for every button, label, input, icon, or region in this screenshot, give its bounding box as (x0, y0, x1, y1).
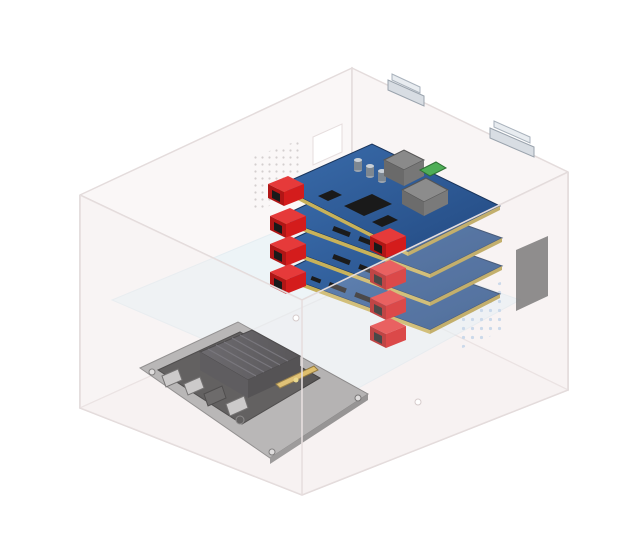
hinge-left (387, 73, 425, 107)
hinge-right (489, 120, 535, 158)
top-board-ics (318, 190, 398, 227)
red-connector (270, 208, 306, 238)
red-connector (370, 260, 406, 290)
mount-screw (268, 448, 276, 456)
panel-screw (414, 398, 422, 406)
enclosure-front-right-face (302, 172, 568, 495)
enclosure-front-edges (79, 171, 569, 496)
side-port-opening (516, 236, 548, 311)
enclosure-front-left-face (80, 195, 302, 495)
top-board-capacitors (354, 158, 386, 183)
back-wall-cutout (312, 123, 343, 166)
panel-screw (292, 314, 300, 322)
mount-screw (148, 368, 156, 376)
red-connector (270, 264, 306, 294)
red-connector (370, 318, 406, 348)
top-board-module (400, 177, 450, 216)
red-connector (370, 290, 406, 320)
top-board-relay (382, 149, 426, 186)
heatsink (198, 329, 302, 398)
compute-module-assembly (139, 321, 369, 464)
connectors-right (370, 228, 406, 348)
red-connector (270, 236, 306, 266)
mount-screw (354, 394, 362, 402)
red-connector (268, 176, 304, 206)
connectors-left (268, 176, 306, 294)
red-connector (370, 228, 406, 258)
io-ports (161, 368, 249, 425)
terminal-block-green (418, 161, 448, 177)
